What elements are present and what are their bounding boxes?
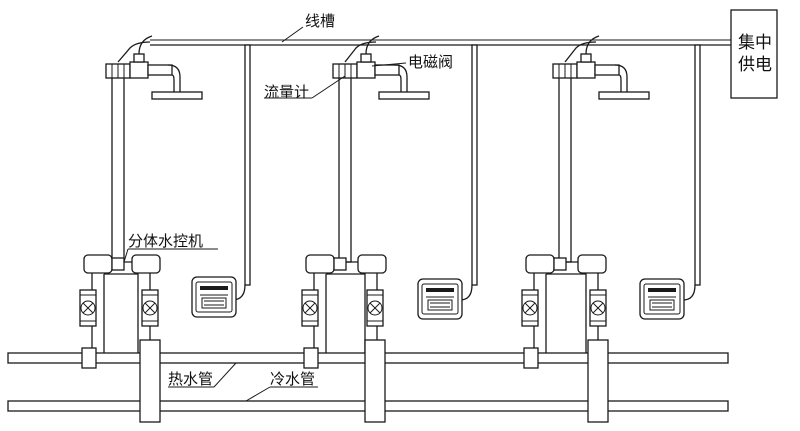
unit-3 bbox=[521, 35, 685, 423]
controller-leader bbox=[123, 248, 129, 263]
solenoid-valve-label: 电磁阀 bbox=[408, 53, 453, 71]
cold-water-pipe-label: 冷水管 bbox=[270, 370, 315, 388]
central-power-label-1: 集中 bbox=[738, 33, 772, 53]
central-power-box bbox=[730, 9, 778, 99]
wire-drops bbox=[231, 44, 701, 301]
hot-water-leader bbox=[213, 362, 237, 388]
flow-meter-leader bbox=[311, 75, 346, 99]
cold-water-leader bbox=[245, 386, 271, 402]
unit-2 bbox=[301, 35, 463, 423]
wire-trough-label: 线槽 bbox=[305, 12, 335, 30]
central-power-label-2: 供电 bbox=[738, 55, 772, 75]
solenoid-valve-leader bbox=[371, 62, 407, 67]
hot-water-pipe-label: 热水管 bbox=[168, 370, 213, 388]
controller-label: 分体水控机 bbox=[128, 232, 203, 250]
flow-meter-label: 流量计 bbox=[264, 83, 309, 101]
unit-1 bbox=[79, 35, 237, 423]
wire-trough-leader bbox=[281, 26, 304, 43]
